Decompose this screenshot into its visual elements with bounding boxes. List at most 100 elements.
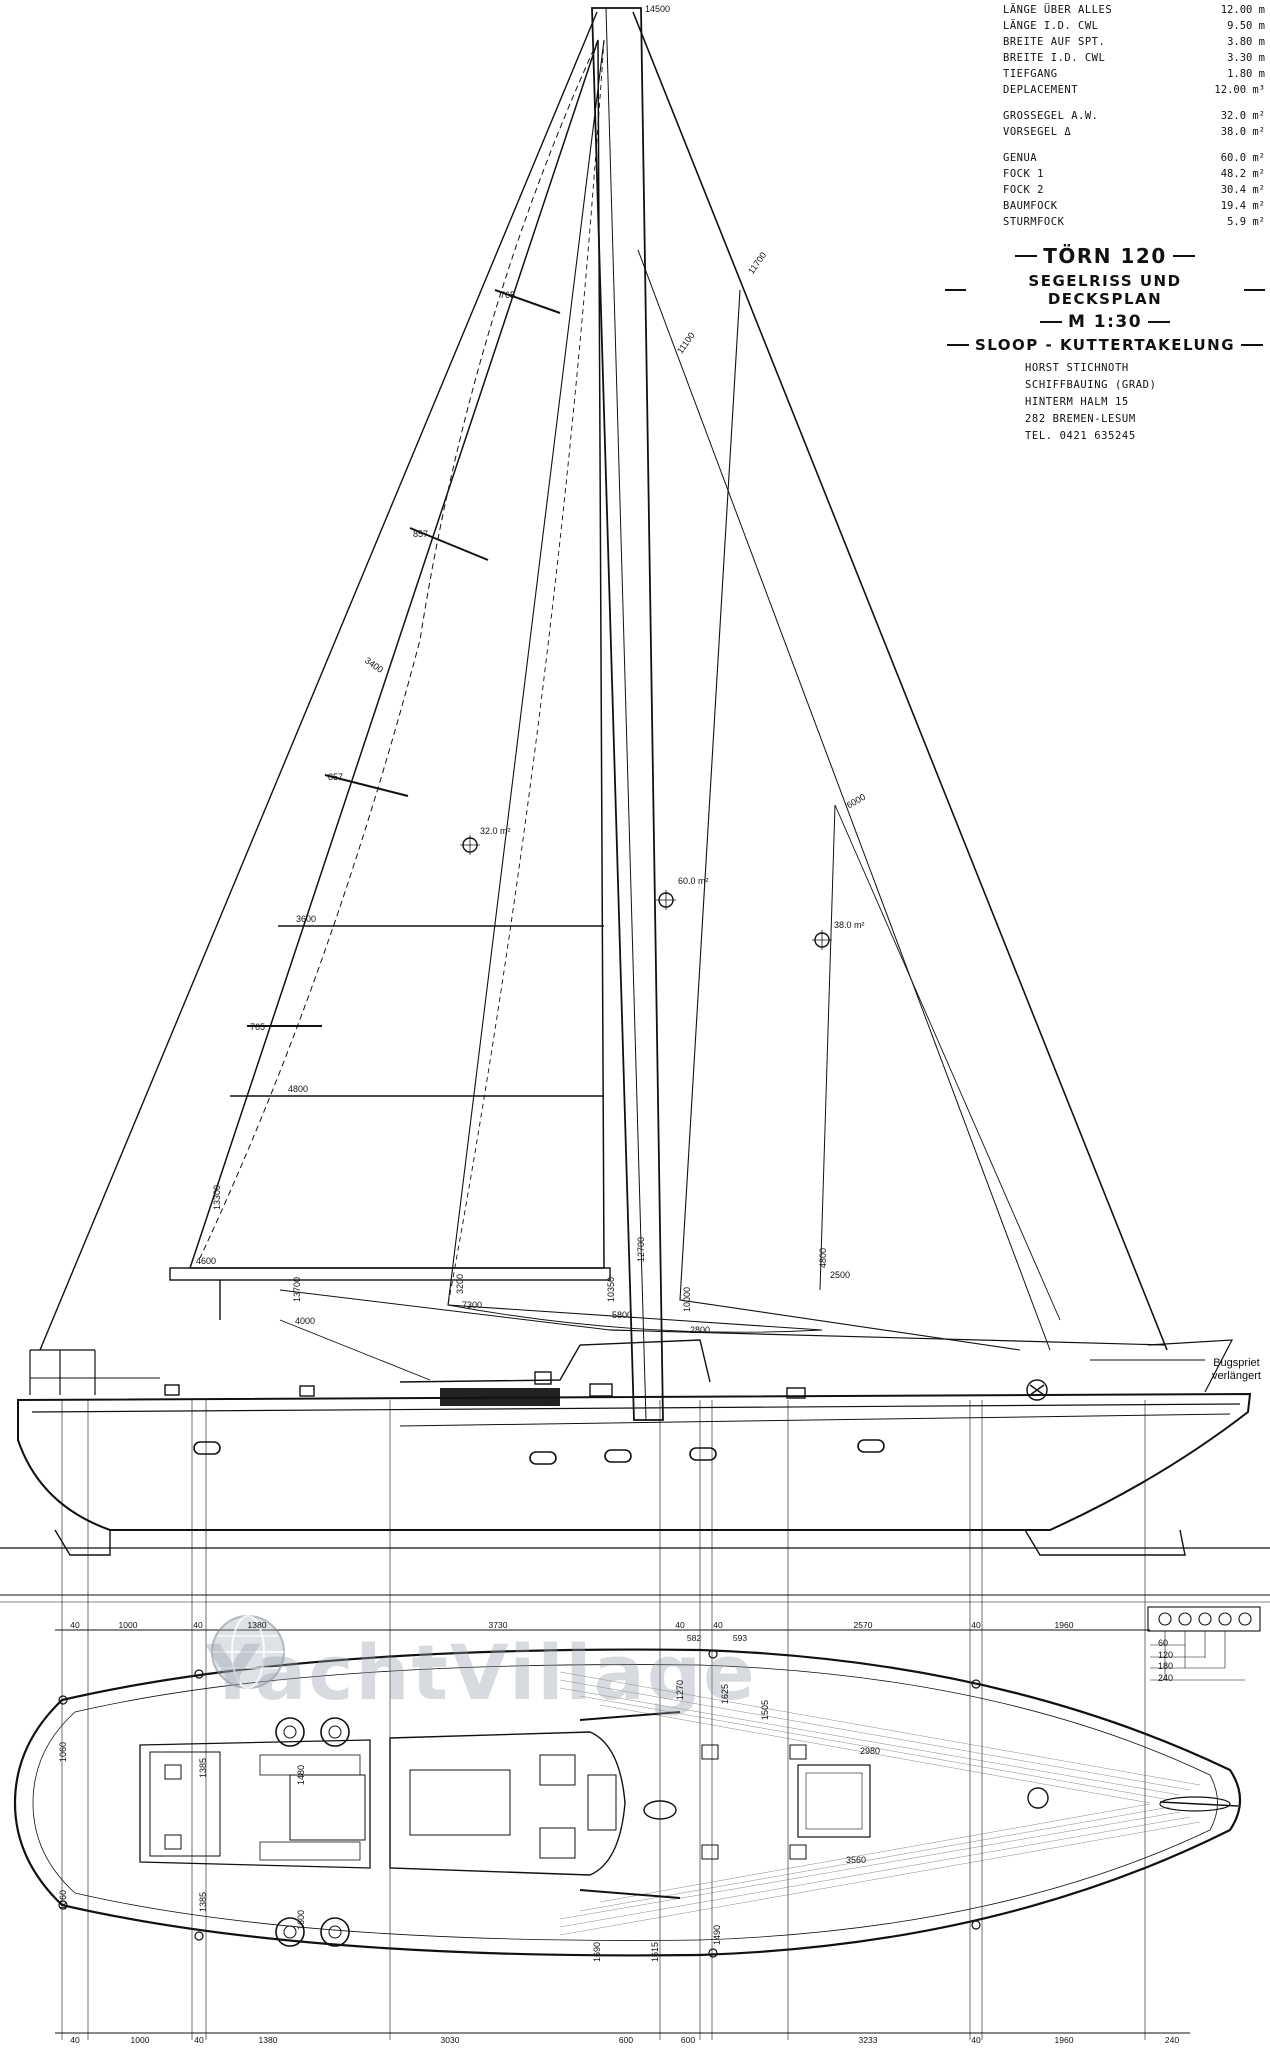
mast-height-label: 14500 [645, 4, 671, 14]
deck-dimension: 1490 [712, 1924, 722, 1945]
top-dimension: 40 [70, 1620, 80, 1630]
deck-plan [13, 1648, 1241, 1958]
address-line: SCHIFFBAUING (GRAD) [1025, 379, 1157, 391]
dimension-label: 2800 [690, 1325, 711, 1335]
bottom-dimension: 1960 [1054, 2035, 1074, 2045]
boom [169, 1267, 611, 1381]
deck-dimension: 1060 [58, 1889, 68, 1910]
watermark-logo: YachtVillage [205, 1628, 757, 1717]
bowsprit-dim: 240 [1158, 1673, 1174, 1683]
bottom-dimension: 40 [70, 2035, 80, 2045]
sail-plan [39, 7, 1168, 1421]
deck-dimension: 1505 [760, 1699, 770, 1720]
spec-label: TIEFGANG [1003, 68, 1058, 80]
bottom-dimension: 600 [618, 2035, 634, 2045]
station-lines [61, 1400, 1146, 2040]
spec-label: LÄNGE I.D. CWL [1003, 20, 1099, 32]
address-line: 282 BREMEN-LESUM [1025, 413, 1136, 425]
top-dimension: 1000 [118, 1620, 138, 1630]
dimension-label: 10350 [606, 1276, 616, 1302]
spec-value: 3.30 m [1227, 52, 1265, 64]
spec-label: FOCK 2 [1003, 184, 1044, 196]
spec-row: BREITE I.D. CWL 3.30 m [1003, 50, 1265, 66]
fock-foot-label: 2500 [830, 1270, 851, 1280]
dimension-label: 13700 [292, 1276, 302, 1302]
spec-label: VORSEGEL Δ [1003, 126, 1072, 138]
spec-row: FOCK 1 48.2 m² [1003, 166, 1265, 182]
spec-value: 9.50 m [1227, 20, 1265, 32]
spec-row: VORSEGEL Δ 38.0 m² [1003, 124, 1265, 140]
spec-value: 38.0 m² [1220, 126, 1265, 138]
genua-area-label: 60.0 m² [678, 876, 709, 886]
main-dim-label: 3600 [296, 914, 317, 924]
drawing-title: TÖRN 120 [945, 244, 1265, 268]
spec-label: STURMFOCK [1003, 216, 1065, 228]
spec-label: BREITE I.D. CWL [1003, 52, 1106, 64]
deck-dimension: 3560 [846, 1855, 867, 1865]
bowsprit-dim: 60 [1158, 1638, 1169, 1648]
bottom-dimension: 3030 [440, 2035, 460, 2045]
batten-label: 765 [250, 1022, 266, 1032]
spec-row: FOCK 2 30.4 m² [1003, 182, 1265, 198]
bugspriet-note: Bugspriet verlängert [1212, 1357, 1261, 1383]
spec-row: GROSSEGEL A.W. 32.0 m² [1003, 108, 1265, 124]
fock-luff-label: 4800 [818, 1247, 828, 1268]
spec-row: STURMFOCK 5.9 m² [1003, 214, 1265, 230]
bowsprit-dim: 180 [1158, 1661, 1174, 1671]
deck-dimension: 1270 [675, 1679, 685, 1700]
top-dimension: 40 [713, 1620, 723, 1630]
spec-value: 48.2 m² [1220, 168, 1265, 180]
genua-sail [447, 39, 823, 1333]
spec-value: 60.0 m² [1220, 152, 1265, 164]
batten-label: 857 [413, 529, 429, 539]
mast [591, 7, 664, 1421]
spec-value: 12.00 m [1220, 4, 1265, 16]
fock-area-label: 38.0 m² [834, 920, 865, 930]
deck-dimension: 1690 [592, 1941, 602, 1962]
top-dimension: 40 [193, 1620, 203, 1630]
bottom-dimension: 40 [971, 2035, 981, 2045]
deck-dimension: 1625 [720, 1683, 730, 1704]
dimension-label: 13300 [212, 1184, 222, 1210]
title-block: TÖRN 120 SEGELRISS UND DECKSPLAN M 1:30 … [945, 240, 1265, 358]
main-dim-label: 4800 [288, 1084, 309, 1094]
inner-forestay [637, 249, 1051, 1351]
spec-label: BREITE AUF SPT. [1003, 36, 1106, 48]
spec-label: GENUA [1003, 152, 1038, 164]
dimension-label: 10000 [682, 1286, 692, 1312]
bottom-dimension: 40 [194, 2035, 204, 2045]
bottom-dimension: 3233 [858, 2035, 878, 2045]
spec-row: BREITE AUF SPT.3.80 m [1003, 34, 1265, 50]
spec-value: 5.9 m² [1227, 216, 1265, 228]
spec-label: GROSSEGEL A.W. [1003, 110, 1099, 122]
spec-value: 30.4 m² [1220, 184, 1265, 196]
bottom-dimension: 1000 [130, 2035, 150, 2045]
drawing-subtitle: SEGELRISS UND DECKSPLAN [945, 272, 1265, 308]
batten-label: 857 [328, 772, 344, 782]
deck-dimension: 1385 [198, 1757, 208, 1778]
backstay [39, 11, 598, 1351]
top-dimension: 2570 [853, 1620, 873, 1630]
spec-label: BAUMFOCK [1003, 200, 1058, 212]
fock-sail [679, 289, 1061, 1351]
bugspriet-line: verlängert [1212, 1370, 1261, 1382]
spec-value: 32.0 m² [1220, 110, 1265, 122]
top-dimension: 40 [675, 1620, 685, 1630]
main-area-label: 32.0 m² [480, 826, 511, 836]
watermark-text: YachtVillage [205, 1628, 757, 1717]
top-dimension: 1960 [1054, 1620, 1074, 1630]
spec-row: LÄNGE I.D. CWL 9.50 m [1003, 18, 1265, 34]
deck-dimension: 1480 [296, 1764, 306, 1785]
spec-label: FOCK 1 [1003, 168, 1044, 180]
top-dimension: 40 [971, 1620, 981, 1630]
forestay [632, 11, 1168, 1351]
bowsprit-dim: 120 [1158, 1650, 1174, 1660]
deck-dimension: 1060 [58, 1741, 68, 1762]
top-dimension: 3730 [488, 1620, 508, 1630]
bottom-dimension: 240 [1164, 2035, 1180, 2045]
bottom-dimension: 600 [680, 2035, 696, 2045]
